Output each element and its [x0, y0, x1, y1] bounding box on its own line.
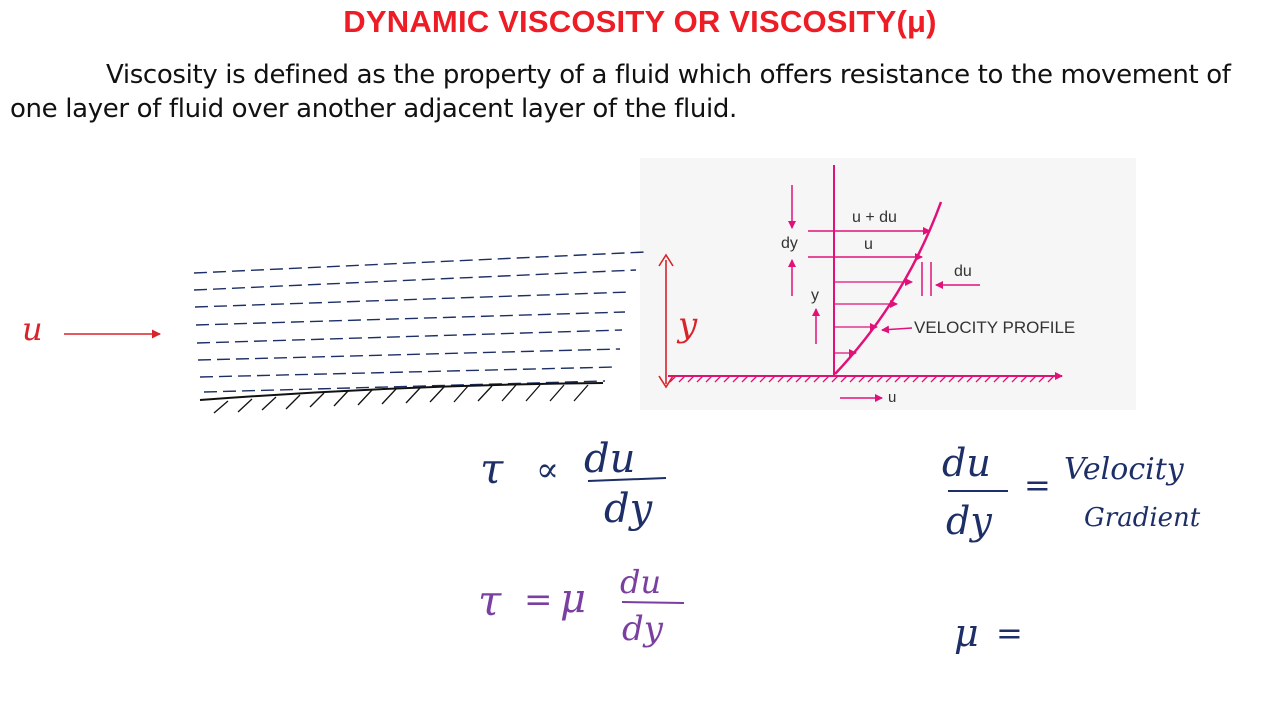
definition-text: Viscosity is defined as the property of … — [10, 60, 1231, 124]
ground-hatching — [669, 375, 1055, 383]
height-arrow-top — [658, 253, 674, 267]
height-label-y: y — [676, 305, 698, 345]
equals-sign: = — [996, 614, 1023, 652]
du-numerator: du — [620, 563, 661, 601]
flow-sketch: u y — [22, 251, 698, 414]
flow-label-u: u — [22, 310, 43, 348]
label-velocity-profile: VELOCITY PROFILE — [914, 318, 1075, 337]
profile-pointer-arrow — [881, 325, 913, 334]
equation-velocity-gradient: du dy = Velocity Gradient — [942, 441, 1201, 543]
equation-mu: μ = — [954, 611, 1023, 655]
height-arrow-bottom — [658, 375, 674, 389]
gradient-text-line2: Gradient — [1084, 503, 1201, 533]
label-dy: dy — [781, 235, 798, 252]
proportional-symbol: ∝ — [536, 450, 559, 490]
dy-denominator: dy — [604, 486, 654, 532]
du-numerator: du — [584, 436, 635, 482]
mu-symbol: μ — [560, 576, 586, 622]
gradient-text-line1: Velocity — [1064, 452, 1185, 487]
fluid-layers — [193, 251, 647, 393]
mu-symbol: μ — [954, 611, 979, 655]
label-u: u — [864, 236, 873, 253]
label-y: y — [811, 287, 819, 304]
du-numerator: du — [942, 441, 991, 485]
viscosity-definition: Viscosity is defined as the property of … — [10, 58, 1275, 126]
dy-denominator: dy — [622, 609, 664, 649]
label-du: du — [954, 263, 972, 280]
fraction-bar — [587, 477, 667, 482]
equals-sign: = — [1024, 466, 1051, 504]
label-u-plus-du: u + du — [852, 209, 897, 226]
velocity-profile-figure: u + du u dy du y VELOCITY PROFILE u — [640, 158, 1136, 410]
bottom-plate — [199, 382, 604, 401]
figure-background — [640, 158, 1136, 410]
plate-hatching — [213, 384, 589, 414]
equals-sign: = — [524, 580, 553, 620]
slide-title: DYNAMIC VISCOSITY OR VISCOSITY(μ) — [343, 4, 937, 39]
dy-denominator: dy — [946, 499, 992, 543]
tau-symbol: τ — [478, 576, 502, 625]
equation-proportional: τ ∝ du dy — [480, 436, 667, 532]
label-bottom-u: u — [888, 389, 896, 406]
equation-newton-viscosity: τ = μ du dy — [478, 563, 685, 649]
tau-symbol: τ — [480, 444, 504, 493]
fraction-bar — [621, 601, 685, 604]
